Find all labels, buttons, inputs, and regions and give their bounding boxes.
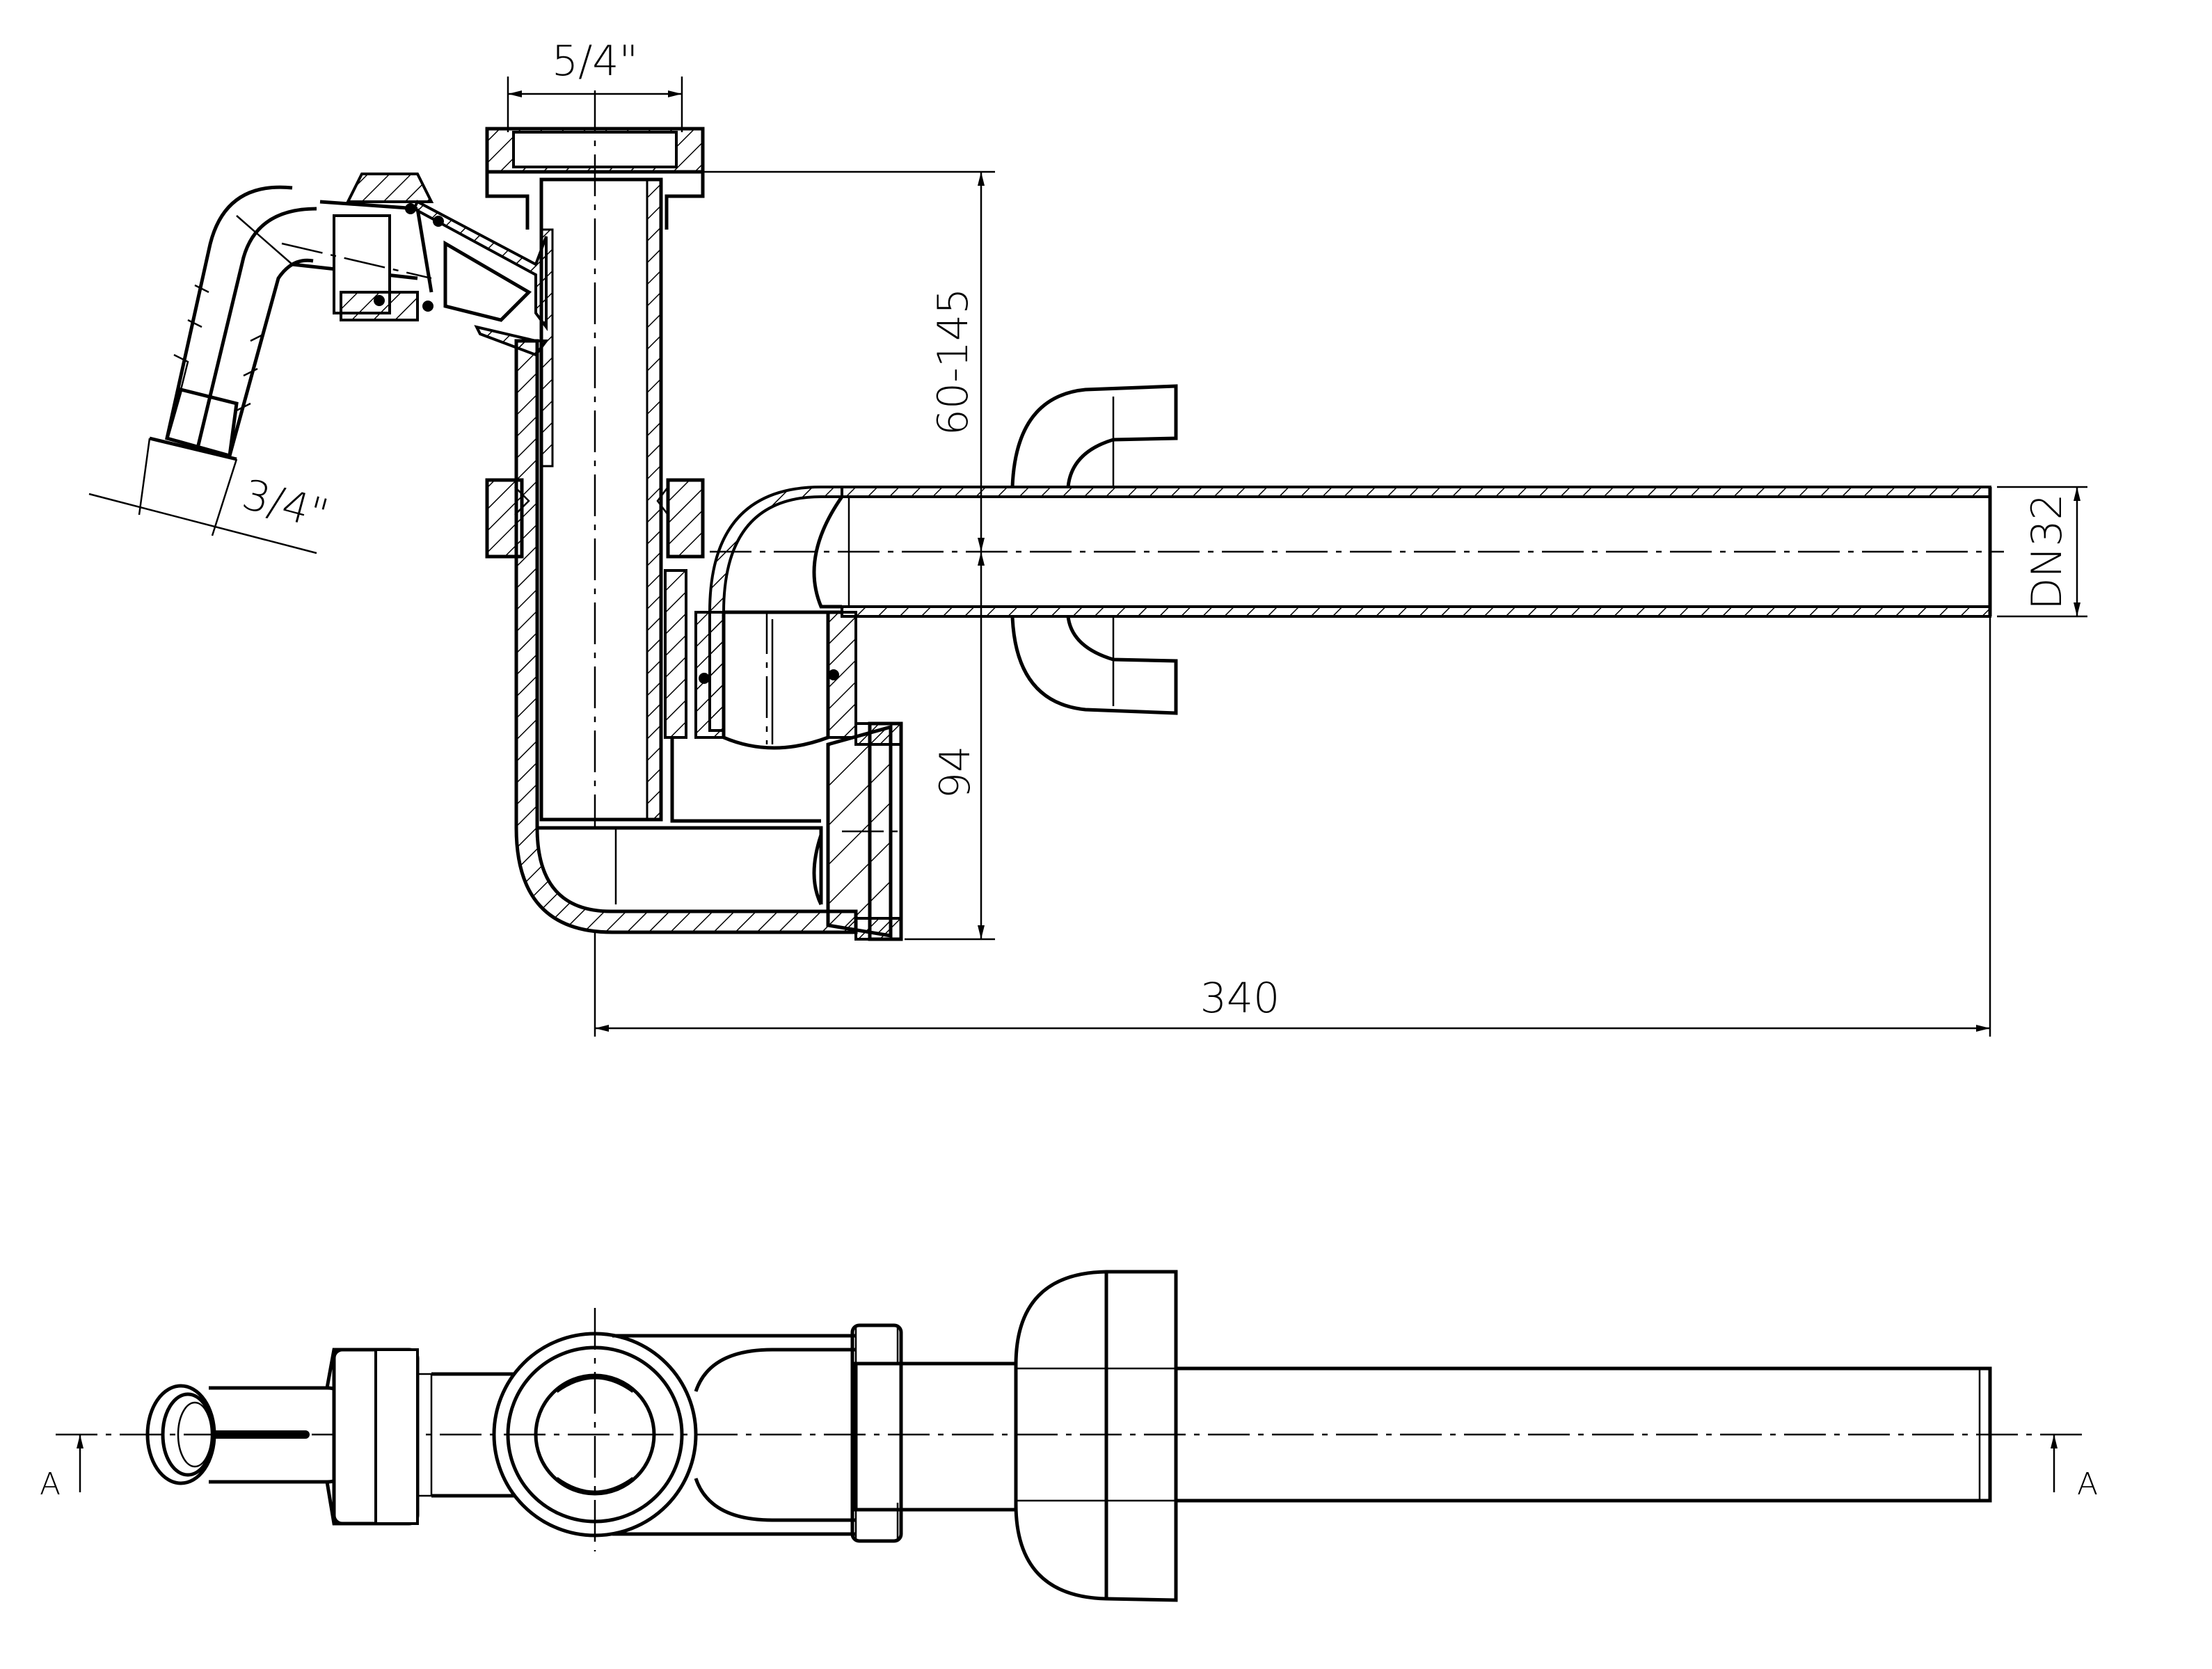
plan-outlet-nut [850, 1323, 1018, 1543]
outlet-pipe [708, 486, 1992, 732]
dimension-lines [88, 77, 2087, 1037]
plan-trap-body [492, 1308, 856, 1551]
dim-side-thread: 3/4" [237, 470, 333, 540]
wall-rosette [1010, 384, 1178, 715]
middle-nuts [485, 478, 705, 559]
section-view: 5/4" 3/4" 60-145 DN32 94 340 [88, 37, 2087, 1037]
dimension-labels: 5/4" 3/4" 60-145 DN32 94 340 [237, 37, 2071, 1023]
dim-height-range: 60-145 [929, 288, 978, 436]
section-label-right: A [2077, 1467, 2098, 1502]
connector-nut [694, 611, 857, 750]
dim-top-thread: 5/4" [552, 37, 638, 86]
section-label-left: A [40, 1467, 61, 1502]
side-inlet [149, 173, 549, 461]
dim-total-length: 340 [1200, 974, 1280, 1023]
plan-wall-rosette [1014, 1270, 1178, 1602]
plan-hose-end [145, 1348, 433, 1526]
section-marker-left: A [40, 1435, 83, 1502]
plan-outlet-pipe [1016, 1366, 1992, 1503]
inner-tube [539, 177, 663, 822]
plan-view: A A [40, 1270, 2098, 1602]
dim-pipe-diameter: DN32 [2023, 493, 2071, 609]
section-marker-right: A [2051, 1435, 2098, 1502]
plan-side-arm [431, 1372, 515, 1498]
center-lines [281, 90, 2004, 833]
dim-trap-height: 94 [931, 746, 980, 799]
